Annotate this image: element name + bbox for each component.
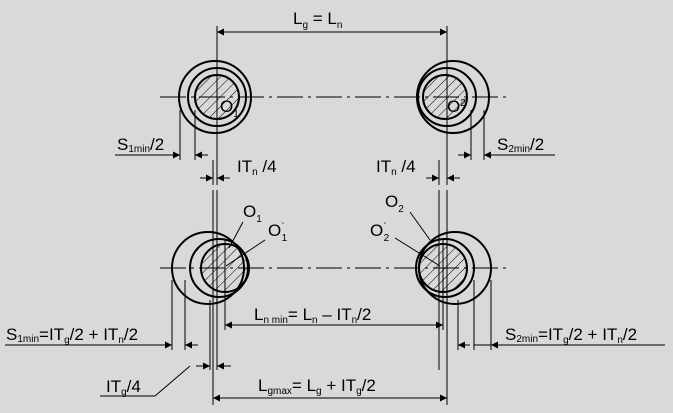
label-s2min-half: S2min/2 (497, 135, 544, 155)
label-s1min: S1min=ITg/2 + ITn/2 (6, 325, 138, 346)
label-itn-quarter-right: ITn /4 (376, 157, 416, 178)
label-o2-prime: O`2 (370, 221, 390, 244)
o-leaders (225, 211, 441, 267)
label-o2-bottom: O2 (385, 192, 404, 215)
label-itg-quarter: ITg/4 (106, 377, 141, 398)
label-itn-quarter-left: ITn /4 (237, 157, 277, 178)
label-o1-top: O1 (220, 97, 239, 120)
label-o2-top: O2 (447, 97, 466, 116)
bottom-vertical-lines (171, 190, 492, 405)
label-s1min-half: S1min/2 (117, 135, 164, 155)
label-o1-prime: O`1 (268, 221, 288, 244)
itg-quarter-dimension (100, 362, 231, 397)
label-lg-ln: Lg = Ln (293, 9, 342, 31)
label-s2min: S2min=ITg/2 + ITn/2 (505, 325, 637, 346)
label-lgmax: Lgmax= Lg + ITg/2 (258, 376, 376, 397)
label-lnmin: Ln min= Ln – ITn/2 (254, 305, 371, 326)
label-o1-bottom: O1 (243, 202, 262, 225)
